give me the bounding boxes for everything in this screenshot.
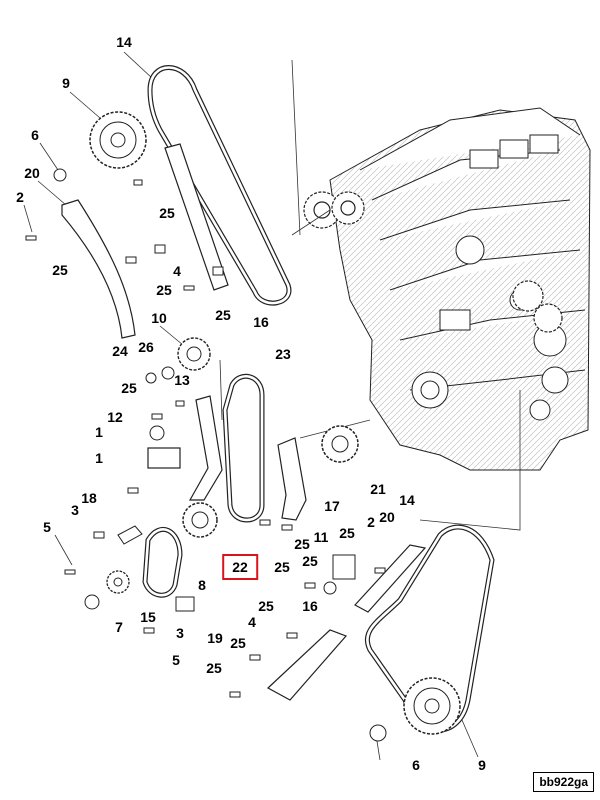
callout-number: 6 <box>31 127 39 143</box>
callout-number: 25 <box>156 282 172 298</box>
tensioner-18 <box>117 525 143 545</box>
callout-number: 6 <box>412 757 420 773</box>
callout-number: 3 <box>71 502 79 518</box>
callout-number: 25 <box>52 262 68 278</box>
callout-number: 16 <box>302 598 318 614</box>
callout-number: 9 <box>62 75 70 91</box>
callout-number: 25 <box>159 205 175 221</box>
callout-number: 16 <box>253 314 269 330</box>
figure-id-label: bb922ga <box>533 772 594 792</box>
callout-number: 26 <box>138 339 154 355</box>
callout-number: 4 <box>248 614 256 630</box>
chain-guide-17 <box>277 437 307 521</box>
chain-guide-lower-20 <box>354 544 427 613</box>
sprocket-lower-mid <box>182 502 218 538</box>
callout-number: 24 <box>112 343 128 359</box>
callout-number: 7 <box>115 619 123 635</box>
callout-number: 25 <box>206 660 222 676</box>
callout-number: 9 <box>478 757 486 773</box>
callout-number: 25 <box>230 635 246 651</box>
bolts <box>25 168 387 742</box>
callout-highlighted: 22 <box>222 554 258 580</box>
callout-number: 20 <box>24 165 40 181</box>
callout-number: 25 <box>274 559 290 575</box>
callout-number: 25 <box>121 380 137 396</box>
callout-number: 1 <box>95 424 103 440</box>
chain-guide-rail-upper <box>164 143 229 291</box>
sprocket-upper-9 <box>89 111 147 169</box>
callout-number: 20 <box>379 509 395 525</box>
callout-number: 14 <box>399 492 415 508</box>
engine-cam-sprockets <box>303 191 563 333</box>
callout-number: 25 <box>339 525 355 541</box>
callout-number: 14 <box>116 34 132 50</box>
sprocket-lower-9 <box>403 677 461 735</box>
callout-number: 2 <box>16 189 24 205</box>
chain-guide-upper <box>61 199 136 339</box>
callout-number: 13 <box>174 372 190 388</box>
callout-number: 25 <box>294 536 310 552</box>
washer-24 <box>145 372 157 384</box>
callout-number: 17 <box>324 498 340 514</box>
tensioner-19 <box>175 596 195 612</box>
engine-block <box>329 107 591 471</box>
callout-number: 3 <box>176 625 184 641</box>
callout-number: 5 <box>172 652 180 668</box>
callout-number: 15 <box>140 609 156 625</box>
tensioner-12 <box>147 447 181 469</box>
sprocket-21 <box>321 425 359 463</box>
callout-number: 8 <box>198 577 206 593</box>
callout-number: 2 <box>367 514 375 530</box>
callout-number: 10 <box>151 310 167 326</box>
callout-number: 25 <box>302 553 318 569</box>
callout-number: 4 <box>173 263 181 279</box>
callout-number: 18 <box>81 490 97 506</box>
callout-number: 23 <box>275 346 291 362</box>
callout-number: 12 <box>107 409 123 425</box>
tensioner-guide-mid <box>188 395 223 501</box>
callout-number: 25 <box>215 307 231 323</box>
callout-number: 1 <box>95 450 103 466</box>
callout-number: 21 <box>370 481 386 497</box>
callout-number: 11 <box>313 529 329 545</box>
callout-number: 19 <box>207 630 223 646</box>
sprocket-7 <box>106 570 130 594</box>
tensioner-11 <box>332 554 356 580</box>
callout-number: 5 <box>43 519 51 535</box>
callout-number: 25 <box>258 598 274 614</box>
washer-13 <box>161 366 175 380</box>
sprocket-10 <box>177 337 211 371</box>
chain-guide-lower-4 <box>266 629 348 701</box>
